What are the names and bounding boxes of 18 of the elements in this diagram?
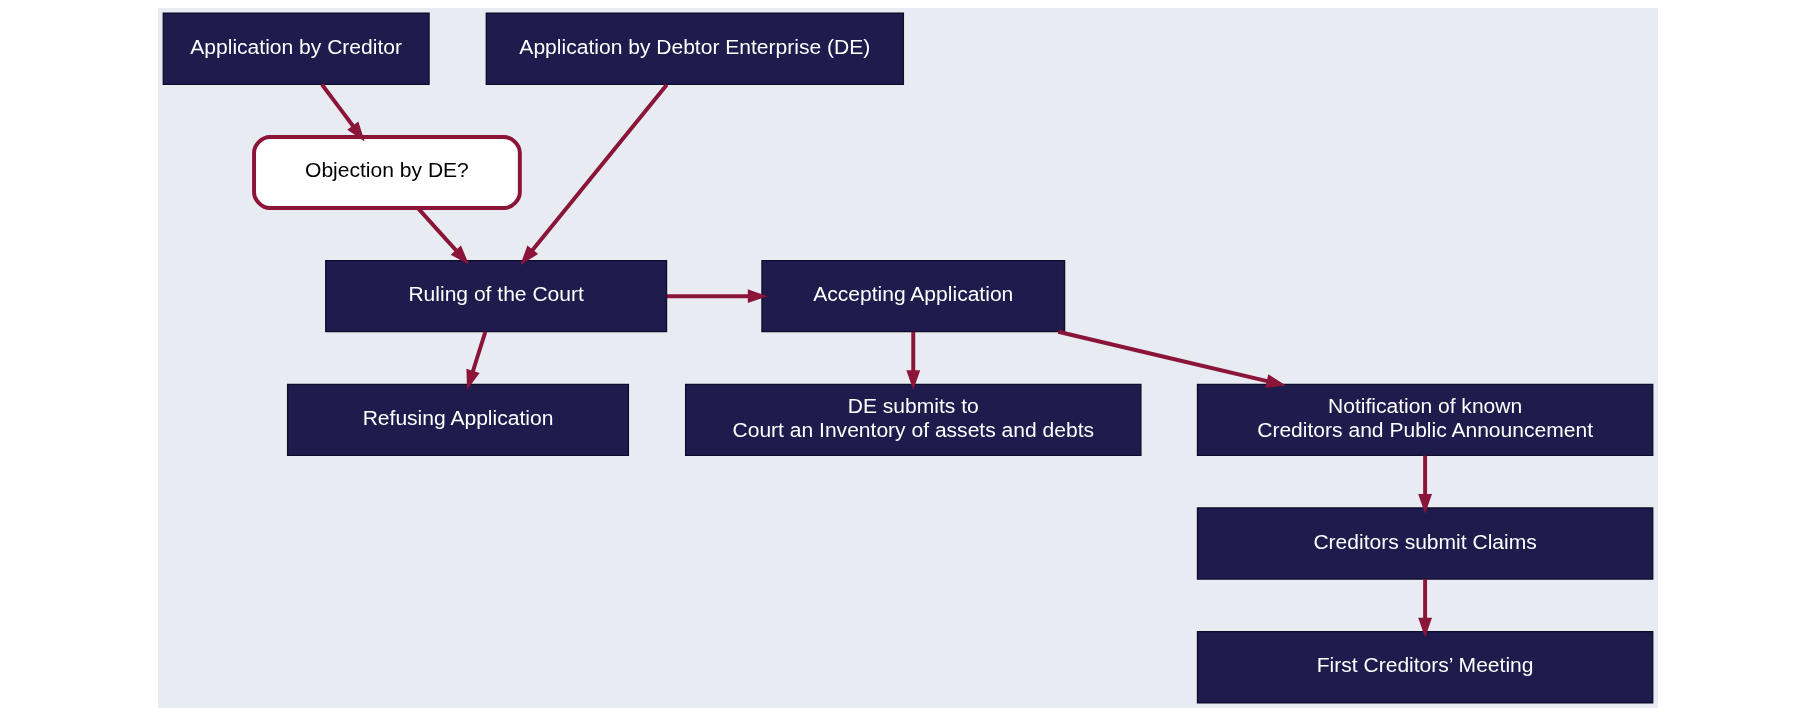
node-box: Refusing Application	[286, 383, 630, 457]
node-box: Objection by DE?	[252, 134, 522, 210]
arrow	[320, 83, 365, 142]
node-box: Application by Creditor	[162, 12, 430, 85]
node-box: DE submits to Court an Inventory of assets and debts	[684, 383, 1142, 457]
arrow	[1057, 329, 1286, 388]
node-box: Accepting Application	[761, 259, 1066, 333]
arrow	[666, 289, 768, 304]
node-box: Ruling of the Court	[325, 259, 668, 333]
arrow	[1418, 579, 1433, 638]
node-box: Application by Debtor Enterprise (DE)	[485, 12, 905, 85]
node-box: Notification of known Creditors and Public Announcement	[1196, 383, 1654, 457]
arrow	[520, 83, 669, 266]
arrow	[466, 331, 488, 390]
node-box: First Creditors’ Meeting	[1196, 631, 1654, 704]
arrow	[1418, 455, 1433, 514]
node-box: Creditors submit Claims	[1196, 507, 1654, 580]
arrow	[906, 331, 921, 391]
